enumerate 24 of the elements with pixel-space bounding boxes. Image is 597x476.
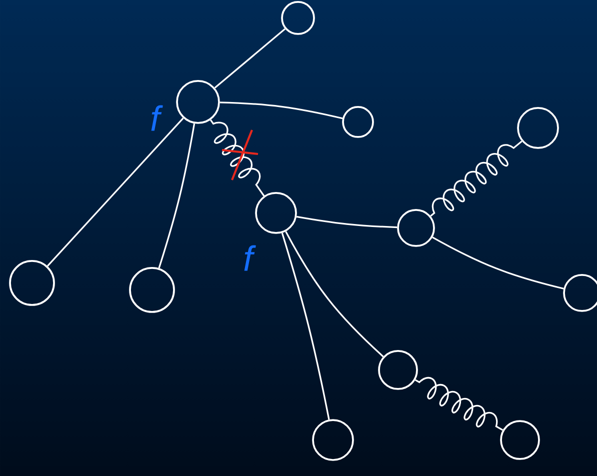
spring (414, 376, 504, 431)
line (281, 232, 330, 420)
circle (517, 107, 559, 149)
circle (500, 420, 540, 460)
spring (430, 140, 522, 217)
line (296, 216, 398, 228)
line (220, 102, 343, 120)
circle (255, 192, 297, 234)
circle (342, 106, 374, 138)
spring (210, 119, 265, 196)
circle (312, 419, 354, 461)
circle (129, 267, 175, 313)
circle (378, 350, 418, 390)
force-label: f (244, 245, 256, 271)
circle (281, 1, 315, 35)
circle (9, 260, 55, 306)
force-label: f (151, 105, 163, 131)
line (432, 236, 564, 290)
circle (176, 80, 220, 124)
circle (397, 209, 435, 247)
line (285, 231, 384, 358)
line (214, 28, 286, 89)
line (46, 118, 184, 267)
line (158, 123, 196, 268)
